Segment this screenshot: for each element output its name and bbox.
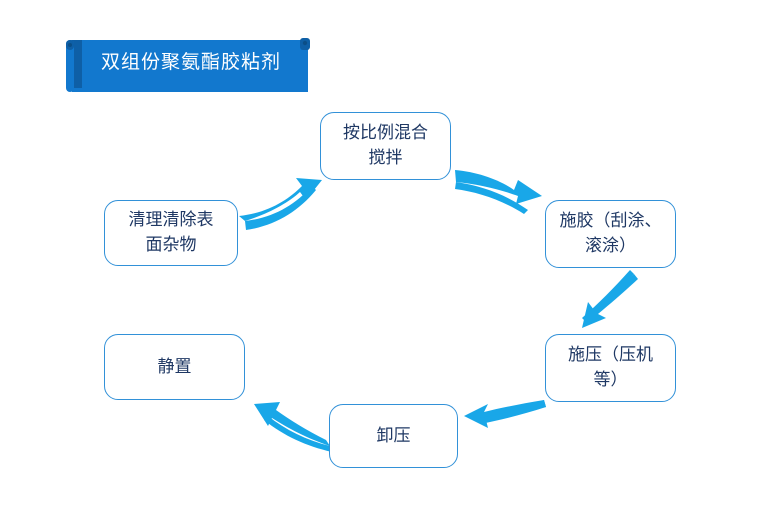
- node-clean[interactable]: 清理清除表 面杂物: [104, 200, 238, 266]
- node-glue-line1: 施胶（刮涂、: [559, 211, 662, 232]
- node-mix-line1: 按比例混合: [343, 123, 428, 144]
- arrow-unload-to-rest: [254, 402, 332, 452]
- arrow-glue-to-press: [582, 270, 638, 328]
- node-unload[interactable]: 卸压: [329, 404, 458, 468]
- node-press[interactable]: 施压（压机 等）: [545, 334, 676, 402]
- node-rest-label: 静置: [157, 356, 192, 377]
- arrow-press-to-unload: [464, 400, 546, 428]
- title-banner: 双组份聚氨酯胶粘剂: [62, 36, 314, 98]
- node-clean-line1: 清理清除表: [128, 210, 214, 231]
- arrow-clean-to-mix: [239, 178, 322, 230]
- node-glue-line2: 滚涂）: [585, 236, 636, 256]
- node-mix[interactable]: 按比例混合 搅拌: [320, 112, 451, 180]
- node-press-line1: 施压（压机: [568, 345, 653, 366]
- node-glue[interactable]: 施胶（刮涂、 滚涂）: [545, 200, 676, 268]
- node-mix-line2: 搅拌: [368, 148, 403, 168]
- node-clean-line2: 面杂物: [145, 235, 197, 255]
- node-rest[interactable]: 静置: [104, 334, 245, 400]
- node-press-line2: 等）: [593, 370, 628, 390]
- banner-shape: [66, 38, 310, 92]
- arrow-mix-to-glue: [455, 170, 542, 214]
- node-unload-label: 卸压: [376, 425, 411, 446]
